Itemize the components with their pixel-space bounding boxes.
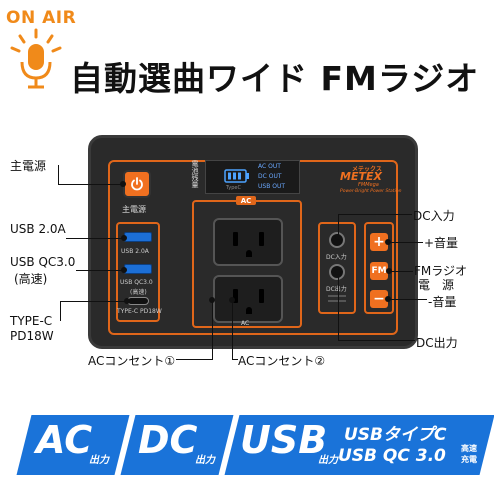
banner-dc-small: 出力 [195,455,215,466]
callout-ac1: ACコンセント① [88,354,176,368]
usb-20-port-label: USB 2.0A [121,248,149,255]
leader-line [388,271,413,272]
leader-line [76,270,124,271]
callout-ac2: ACコンセント② [238,354,326,368]
main-power-button[interactable] [123,170,151,198]
banner-usb-typec: USBタイプC [344,425,447,445]
callout-dc-out: DC出力 [416,336,458,350]
dc-input-jack[interactable] [329,232,345,248]
dc-output-label: DC出力 [326,286,347,293]
banner-ac-small: 出力 [89,455,109,466]
logo-main: METEX [340,170,382,183]
leader-line [386,299,427,300]
banner-usb-big: USB [240,418,328,462]
usb-port-group [116,222,160,322]
usb-20-port[interactable] [124,232,152,242]
leader-dot [335,234,341,240]
leader-line [58,165,59,185]
callout-usb20: USB 2.0A [10,222,66,236]
callout-volume-up: +音量 [424,236,459,250]
banner-usb-small: 出力 [318,455,338,466]
callout-typec-1: TYPE-C [10,314,53,328]
banner-ac-big: AC [36,418,93,462]
display-typec: TypeC [226,185,241,191]
callout-typec-2: PD18W [10,329,54,343]
leader-line [176,359,212,360]
leader-dot [209,297,215,303]
usb-qc30-port-label: USB QC3.0 [120,279,153,286]
leader-dot [229,297,235,303]
leader-line [60,301,61,321]
logo-sub2: Power-Bright Power Station [340,189,402,194]
leader-line [338,214,339,236]
leader-line [66,238,124,239]
leader-dot [121,235,127,241]
volume-down-button[interactable]: − [370,290,388,308]
usb-qc30-port-sublabel: (高速) [130,289,147,296]
callout-dc-in: DC入力 [413,209,455,223]
callout-main-power: 主電源 [10,159,47,173]
leader-line [386,242,423,243]
leader-line [338,272,339,340]
leader-line [58,184,123,185]
display-usb-out: USB OUT [258,183,286,190]
display-ac-out: AC OUT [258,163,281,170]
usb-qc30-port[interactable] [124,264,152,274]
leader-dot [385,239,391,245]
leader-dot [121,267,127,273]
leader-line [232,359,238,360]
leader-dot [335,269,341,275]
leader-dot [385,296,391,302]
banner-dc-big: DC [138,418,198,462]
callout-fm-2: 電 源 [418,278,455,292]
dc-port-group [318,222,356,314]
leader-line [212,300,213,360]
banner-fast-1: 高速 [461,444,477,453]
banner-fast-2: 充電 [461,455,477,464]
battery-display: AC OUT DC OUT USB OUT TypeC [205,160,300,194]
leader-dot [124,298,130,304]
logo-kana: メテックス [352,166,382,173]
ac-bottom-label: AC [241,320,250,327]
microphone-icon [10,28,62,89]
ac-outlet-2[interactable] [213,275,283,323]
banner-usb-qc: USB QC 3.0 [338,446,446,466]
usb-typec-port-label: TYPE-C PD18W [117,308,162,315]
display-dc-out: DC OUT [258,173,282,180]
leader-line [338,214,412,215]
leader-line [60,301,127,302]
leader-line [232,300,233,360]
dc-vent-line [328,295,346,297]
leader-dot [120,181,126,187]
page-title: 自動選曲ワイド FMラジオ [70,59,480,98]
volume-up-button[interactable]: + [370,233,388,251]
callout-usbqc-2: (高速) [14,272,48,286]
dc-input-label: DC入力 [326,254,347,261]
leader-dot [386,268,392,274]
callout-volume-down: -音量 [428,295,457,309]
usb-typec-port[interactable] [127,297,149,305]
callout-fm-1: FMラジオ [414,264,468,278]
power-button-label: 主電源 [122,205,146,214]
on-air-badge: ON AIR [6,8,77,28]
dc-vent-line [328,300,346,302]
logo-sub1: FMMega [358,182,379,188]
ac-outlet-1[interactable] [213,218,283,266]
battery-display-label: 電池残量 [191,160,199,188]
ac-top-tag: AC [236,196,256,205]
power-icon [131,177,143,191]
fm-radio-button[interactable]: FM [370,262,388,280]
radio-control-group [364,222,394,314]
callout-usbqc-1: USB QC3.0 [10,255,76,269]
leader-line [338,340,415,341]
battery-icon [224,169,249,183]
